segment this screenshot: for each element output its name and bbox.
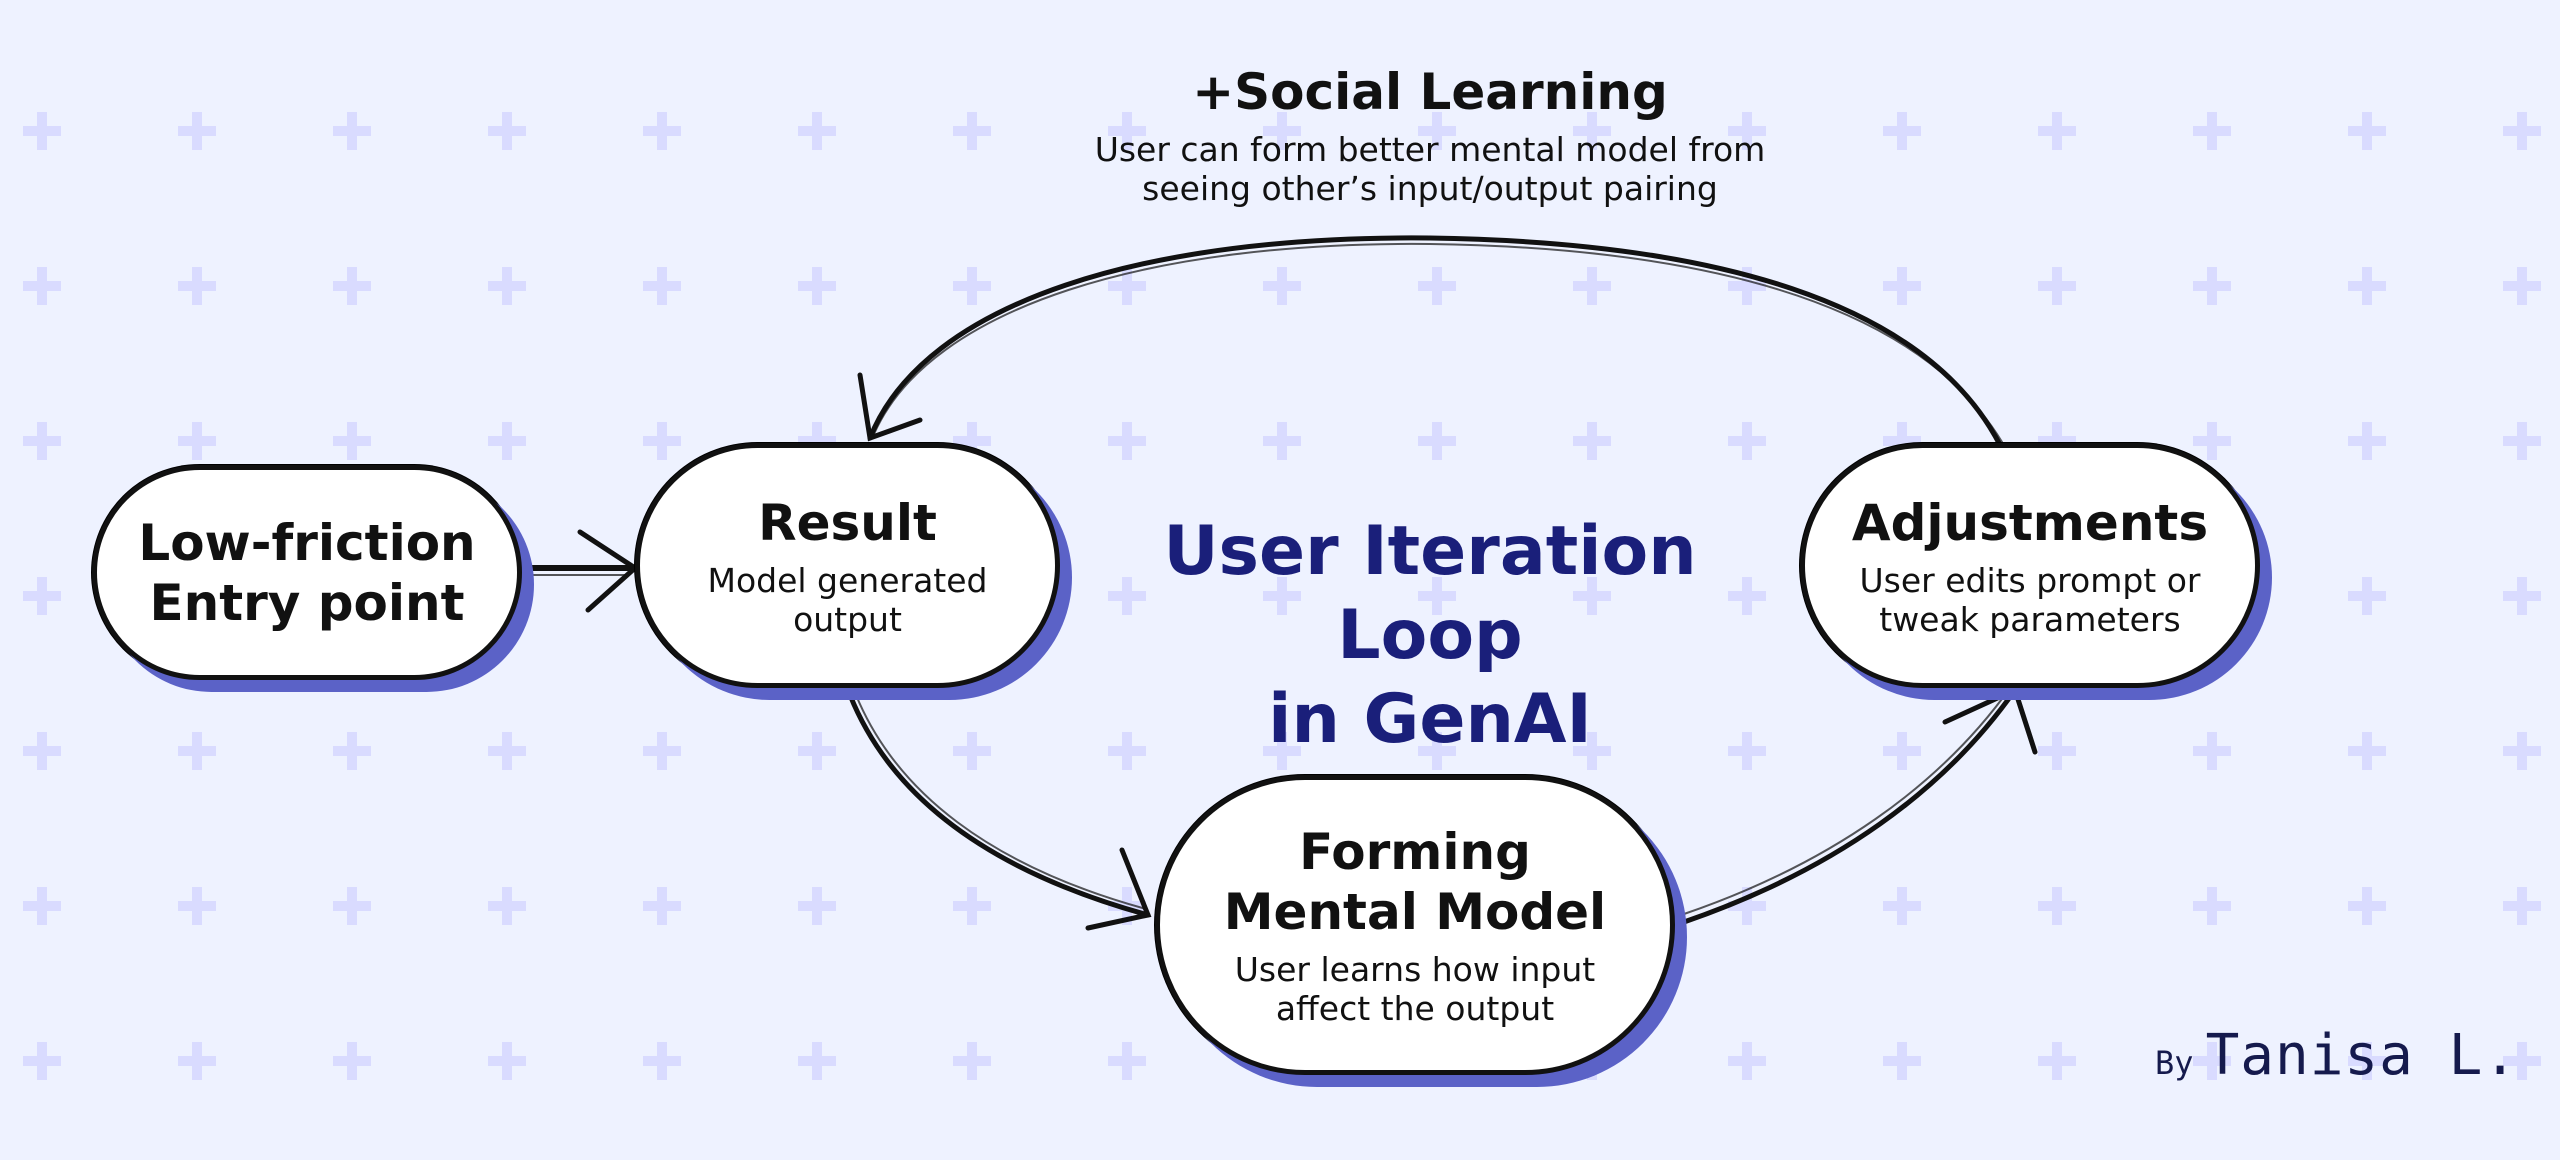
arrowhead-icon-social xyxy=(857,372,923,442)
adjustments-description: User edits prompt or tweak parameters xyxy=(1859,560,2201,639)
mental-model-to-adjustments-arc-sketch xyxy=(1683,687,2011,915)
result-to-mental-model-arc-sketch xyxy=(855,694,1147,910)
mental-model-description: User learns how input affect the output xyxy=(1234,950,1596,1028)
social-learning-description: User can form better mental model from s… xyxy=(1094,130,1766,208)
social-learning-heading: +Social Learning xyxy=(1192,63,1668,121)
author-byline: By Tanisa L. xyxy=(2155,1023,2518,1088)
arrowhead-icon-mental-model xyxy=(1085,847,1152,931)
adjustments-node: Adjustments User edits prompt or tweak p… xyxy=(1800,443,2260,688)
mental-model-node: Forming Mental Model User learns how inp… xyxy=(1155,775,1675,1075)
author-name: Tanisa L. xyxy=(2205,1023,2518,1088)
arrowhead-icon-adjustments xyxy=(1942,686,2038,755)
adjustments-title: Adjustments xyxy=(1851,493,2209,552)
mental-model-title: Forming Mental Model xyxy=(1223,823,1607,941)
social-learning-arc-sketch xyxy=(873,242,2003,443)
social-learning-note: +Social Learning User can form better me… xyxy=(1060,62,1800,208)
result-title: Result xyxy=(758,493,937,552)
social-learning-arc xyxy=(867,235,2003,448)
entry-point-node: Low-friction Entry point xyxy=(92,465,522,680)
result-to-mental-model-arc xyxy=(847,692,1151,918)
mental-model-to-adjustments-arc xyxy=(1681,687,2018,925)
entry-point-title: Low-friction Entry point xyxy=(138,513,476,632)
result-description: Model generated output xyxy=(707,560,988,639)
result-node: Result Model generated output xyxy=(635,443,1060,688)
author-prefix: By xyxy=(2155,1044,2194,1082)
center-title: User Iteration Loop in GenAI xyxy=(1163,512,1697,759)
